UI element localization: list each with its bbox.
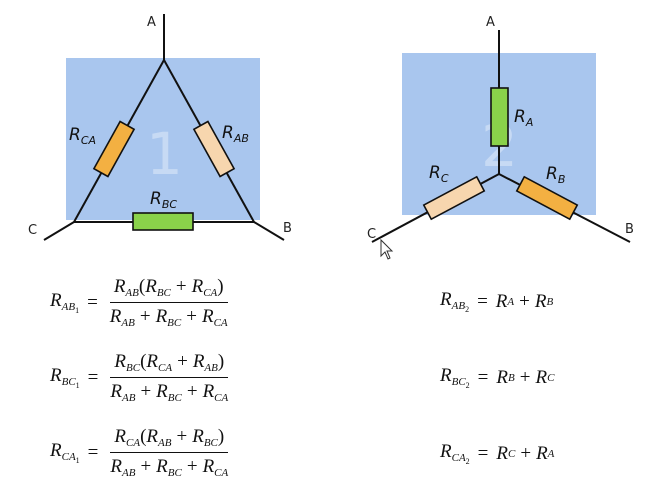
formula-fraction: RBC(RCA+RAB) RAB+RBC+RCA <box>110 351 229 404</box>
formula-rbc1: RBC1 = RBC(RCA+RAB) RAB+RBC+RCA <box>50 351 232 404</box>
resistor-ra <box>490 87 509 147</box>
formula-lhs: RBC1 <box>50 365 80 390</box>
mouse-cursor-icon <box>380 238 394 260</box>
label-rca: RCA <box>69 125 96 147</box>
formula-lhs: RAB1 <box>50 290 80 315</box>
formula-fraction: RCA(RAB+RBC) RAB+RBC+RCA <box>110 426 229 479</box>
resistor-rca <box>92 120 136 178</box>
delta-node-c: C <box>28 223 37 238</box>
label-rab: RAB <box>222 123 249 145</box>
resistor-rb <box>515 175 579 221</box>
label-rc: RC <box>429 163 449 185</box>
formula-lhs: RCA1 <box>50 440 80 465</box>
resistor-rc <box>422 175 486 221</box>
star-node-b: B <box>625 222 634 237</box>
formula-rca1: RCA1 = RCA(RAB+RBC) RAB+RBC+RCA <box>50 426 232 479</box>
label-rb: RB <box>546 164 565 186</box>
delta-node-a: A <box>147 15 156 30</box>
delta-network: 1 A C B RCA RAB RBC <box>28 14 292 241</box>
delta-panel-background <box>66 58 260 220</box>
star-node-a: A <box>486 15 495 30</box>
circuit-diagrams: 1 A C B RCA RAB RBC 2 A C B <box>28 14 634 260</box>
resistor-rbc <box>132 212 194 231</box>
label-ra: RA <box>514 107 533 129</box>
delta-node-b: B <box>283 221 292 236</box>
star-node-c: C <box>367 227 376 242</box>
star-network: 2 A C B RA RC RB <box>367 15 634 260</box>
formula-rab1: RAB1 = RAB(RBC+RCA) RAB+RBC+RCA <box>50 276 232 329</box>
resistor-rab <box>192 120 236 178</box>
formula-fraction: RAB(RBC+RCA) RAB+RBC+RCA <box>109 276 228 329</box>
label-rbc: RBC <box>150 189 177 211</box>
delta-panel-number: 1 <box>146 120 183 188</box>
